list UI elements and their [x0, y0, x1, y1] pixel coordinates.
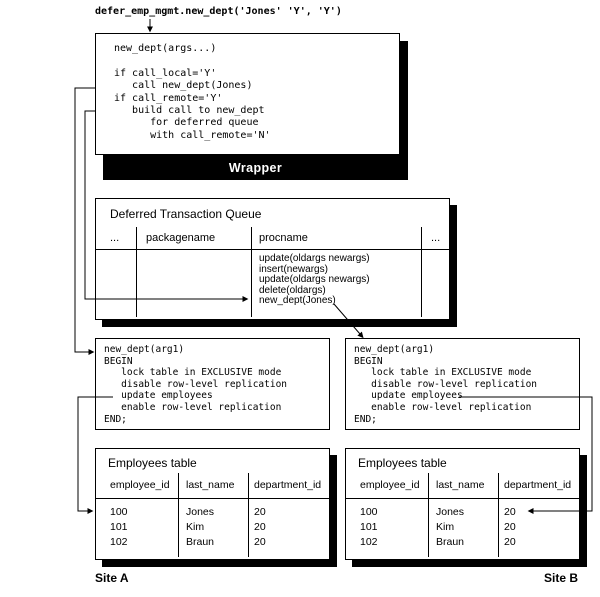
table-row: 100 Jones 20 — [96, 506, 329, 521]
employees-header-department-id: department_id — [254, 479, 322, 491]
employees-table-site-a: Employees table employee_id last_name de… — [95, 448, 330, 560]
site-b-proc-code: new_dept(arg1) BEGIN lock table in EXCLU… — [354, 344, 538, 425]
queue-header-underline — [96, 249, 449, 250]
queue-procname-entries: update(oldargs newargs) insert(newargs) … — [259, 253, 370, 307]
employees-title: Employees table — [108, 456, 197, 470]
queue-header-ellipsis-right: ... — [431, 232, 441, 244]
cell-employee-id: 102 — [110, 536, 128, 548]
employees-header-employee-id: employee_id — [110, 479, 170, 491]
cell-department-id: 20 — [254, 506, 266, 518]
table-row: 100 Jones 20 — [346, 506, 579, 521]
site-b-proc-box: new_dept(arg1) BEGIN lock table in EXCLU… — [345, 338, 580, 430]
arrow-call-local-to-site-a-proc — [74, 87, 96, 355]
cell-employee-id: 101 — [360, 521, 378, 533]
site-b-label: Site B — [544, 571, 579, 585]
queue-header-ellipsis-left: ... — [110, 232, 120, 244]
table-row: 102 Braun 20 — [346, 536, 579, 551]
employees-header-last-name: last_name — [186, 479, 235, 491]
queue-header-procname: procname — [259, 232, 308, 244]
employees-column-divider — [178, 473, 179, 557]
cell-employee-id: 100 — [360, 506, 378, 518]
cell-last-name: Jones — [186, 506, 215, 518]
employees-title: Employees table — [358, 456, 447, 470]
site-a-proc-box: new_dept(arg1) BEGIN lock table in EXCLU… — [95, 338, 330, 430]
queue-column-divider — [421, 227, 422, 317]
cell-last-name: Braun — [186, 536, 215, 548]
table-row: 102 Braun 20 — [96, 536, 329, 551]
site-a-proc-code: new_dept(arg1) BEGIN lock table in EXCLU… — [104, 344, 288, 425]
cell-employee-id: 100 — [110, 506, 128, 518]
wrapper-code-box: new_dept(args...) if call_local='Y' call… — [95, 33, 400, 155]
deferred-queue-title: Deferred Transaction Queue — [110, 207, 262, 221]
cell-employee-id: 101 — [110, 521, 128, 533]
cell-last-name: Kim — [436, 521, 455, 533]
cell-last-name: Jones — [436, 506, 465, 518]
employees-header-underline — [346, 498, 579, 499]
cell-last-name: Kim — [186, 521, 205, 533]
entry-call-text: defer_emp_mgmt.new_dept('Jones' 'Y', 'Y'… — [95, 6, 342, 17]
wrapper-code: new_dept(args...) if call_local='Y' call… — [114, 43, 271, 141]
employees-column-divider — [498, 473, 499, 557]
employees-header-last-name: last_name — [436, 479, 485, 491]
cell-last-name: Braun — [436, 536, 465, 548]
cell-department-id: 20 — [504, 506, 516, 518]
employees-header-department-id: department_id — [504, 479, 572, 491]
employees-header-employee-id: employee_id — [360, 479, 420, 491]
cell-department-id: 20 — [254, 521, 266, 533]
cell-employee-id: 102 — [360, 536, 378, 548]
queue-header-packagename: packagename — [146, 232, 216, 244]
table-row: 101 Kim 20 — [96, 521, 329, 536]
cell-department-id: 20 — [504, 536, 516, 548]
cell-department-id: 20 — [254, 536, 266, 548]
employees-table-site-b: Employees table employee_id last_name de… — [345, 448, 580, 560]
wrapper-label: Wrapper — [228, 161, 283, 175]
employees-header-underline — [96, 498, 329, 499]
cell-department-id: 20 — [504, 521, 516, 533]
queue-column-divider — [136, 227, 137, 317]
site-a-label: Site A — [95, 571, 129, 585]
deferred-queue-box: Deferred Transaction Queue ... packagena… — [95, 198, 450, 320]
employees-column-divider — [248, 473, 249, 557]
table-row: 101 Kim 20 — [346, 521, 579, 536]
employees-column-divider — [428, 473, 429, 557]
queue-column-divider — [251, 227, 252, 317]
